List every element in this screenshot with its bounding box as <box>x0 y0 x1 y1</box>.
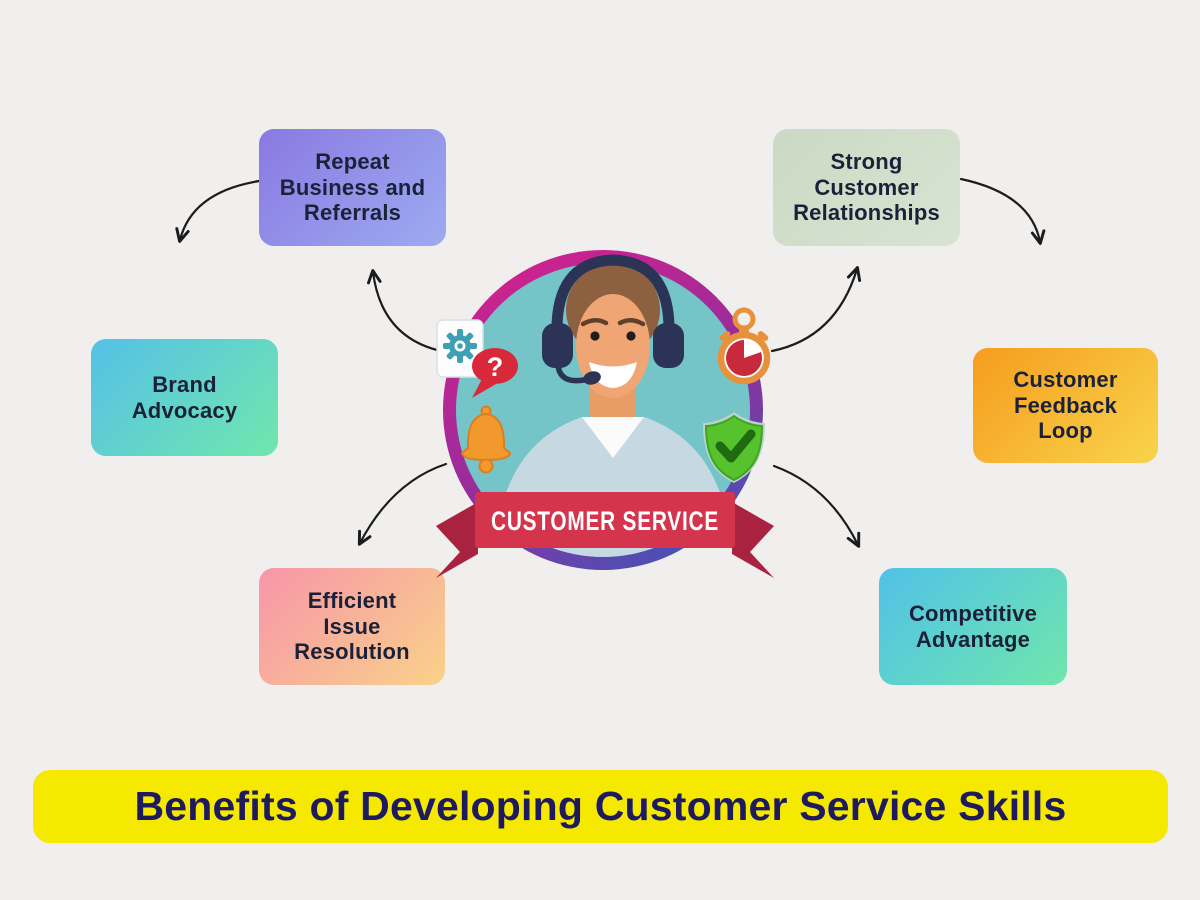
title-banner: Benefits of Developing Customer Service … <box>33 770 1168 843</box>
benefit-card-customer-feedback-loop: Customer Feedback Loop <box>973 348 1158 463</box>
arrow-strong-relationships-to-feedback-loop <box>959 177 1046 245</box>
gear-document-icon <box>436 319 484 378</box>
benefit-card-repeat-business: Repeat Business and Referrals <box>259 129 446 246</box>
benefit-card-label: Competitive Advantage <box>908 600 1038 652</box>
benefit-card-label: Customer Feedback Loop <box>1013 366 1118 444</box>
benefit-card-efficient-issue-resolution: Efficient Issue Resolution <box>259 568 445 685</box>
benefit-card-competitive-advantage: Competitive Advantage <box>879 568 1067 685</box>
customer-service-illustration: ? CUSTOMER SERVICE <box>436 250 774 578</box>
arrow-repeat-business-to-brand-advocacy <box>175 179 261 243</box>
benefit-card-label: Efficient Issue Resolution <box>294 587 410 665</box>
shield-check-icon <box>703 412 765 483</box>
benefit-card-label: Brand Advocacy <box>131 371 238 423</box>
benefit-card-label: Strong Customer Relationships <box>793 148 940 226</box>
svg-text:?: ? <box>487 352 504 382</box>
notification-bell-icon <box>460 405 512 474</box>
title-text: Benefits of Developing Customer Service … <box>134 783 1067 829</box>
headset-icon <box>542 254 684 385</box>
stopwatch-icon <box>717 307 771 385</box>
benefit-card-label: Repeat Business and Referrals <box>279 148 426 226</box>
benefit-card-strong-customer-relationships: Strong Customer Relationships <box>773 129 960 246</box>
ribbon-label: CUSTOMER SERVICE <box>491 506 719 536</box>
question-bubble-icon: ? <box>472 348 518 398</box>
customer-service-ribbon: CUSTOMER SERVICE <box>436 492 774 578</box>
benefit-card-brand-advocacy: Brand Advocacy <box>91 339 278 456</box>
